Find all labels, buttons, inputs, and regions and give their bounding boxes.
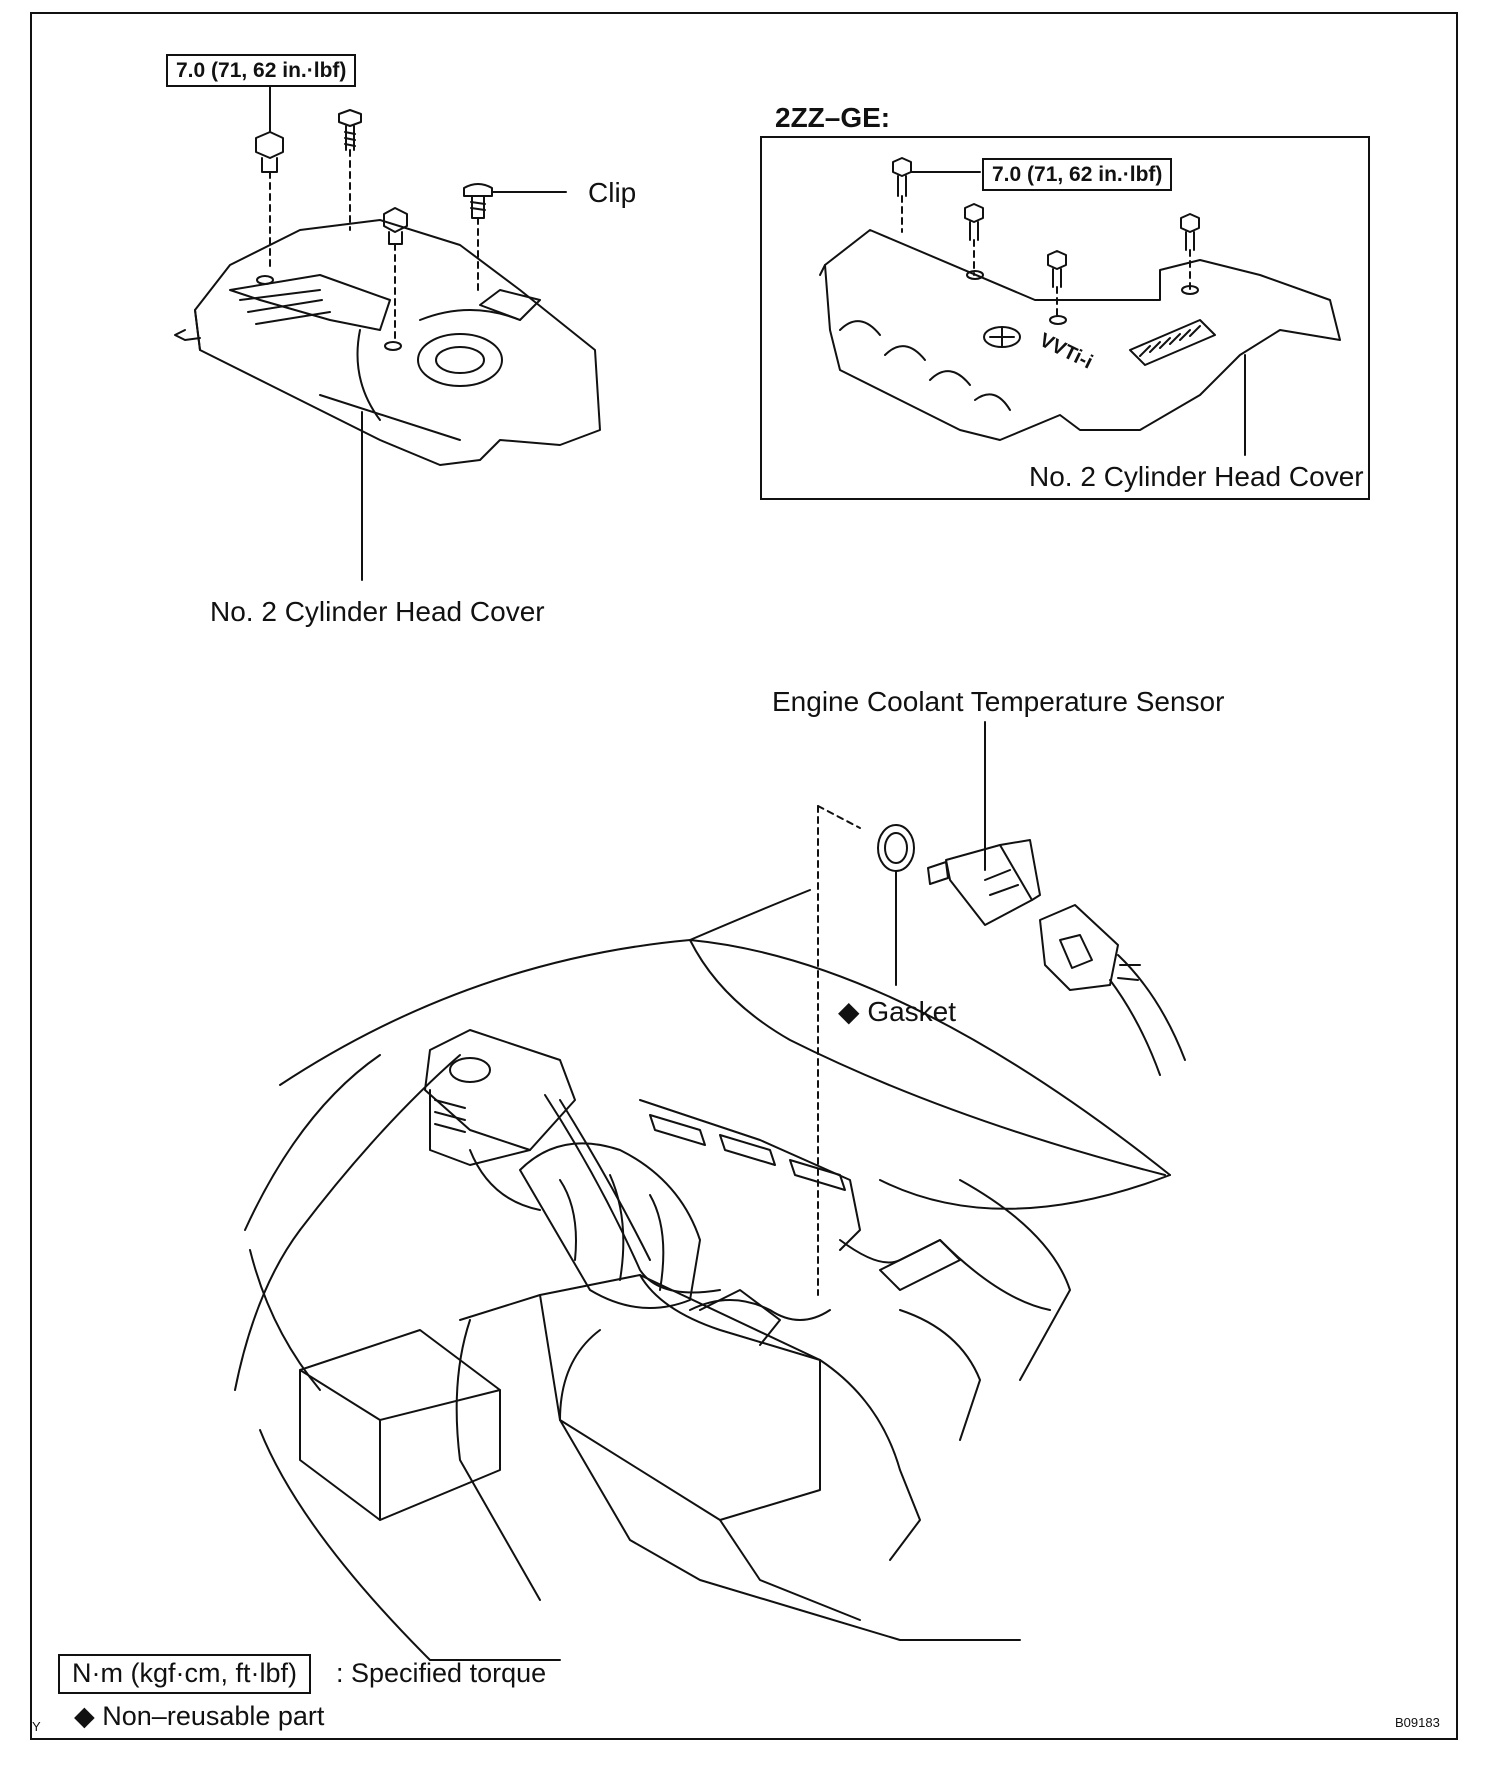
torque-spec-inset: 7.0 (71, 62 in.·lbf) bbox=[982, 158, 1173, 191]
gasket-label: ◆ Gasket bbox=[838, 998, 956, 1026]
corner-mark: Y bbox=[32, 1719, 41, 1734]
clip-label: Clip bbox=[588, 177, 637, 208]
head-cover-left-label: No. 2 Cylinder Head Cover bbox=[210, 596, 545, 627]
figure-frame bbox=[30, 12, 1458, 1740]
gasket-text: Gasket bbox=[867, 996, 957, 1027]
engine-variant-label: 2ZZ–GE: bbox=[775, 102, 891, 133]
gasket-ring bbox=[877, 824, 915, 872]
coolant-sensor-label: Engine Coolant Temperature Sensor bbox=[772, 686, 1225, 717]
bolt-icon bbox=[338, 109, 362, 151]
torque-spec-top-left: 7.0 (71, 62 in.·lbf) bbox=[166, 54, 357, 87]
figure-code: B09183 bbox=[1395, 1715, 1440, 1730]
nonreusable-icon: ◆ bbox=[838, 996, 860, 1027]
sensor-connector bbox=[1039, 904, 1186, 1076]
variant-inset-frame bbox=[760, 136, 1370, 500]
nonreusable-text: Non–reusable part bbox=[102, 1701, 325, 1731]
bolt-icon bbox=[255, 131, 284, 173]
head-cover-inset-label: No. 2 Cylinder Head Cover bbox=[1029, 461, 1364, 492]
bolt-icon bbox=[1180, 213, 1200, 251]
coolant-sensor bbox=[927, 839, 1041, 926]
engine-bay bbox=[234, 889, 1171, 1661]
torque-unit-box: N·m (kgf·cm, ft·lbf) bbox=[58, 1654, 311, 1694]
head-cover-left bbox=[174, 219, 601, 466]
head-cover-inset bbox=[819, 229, 1341, 441]
nonreusable-icon: ◆ bbox=[74, 1701, 95, 1731]
bolt-icon bbox=[383, 207, 408, 245]
bolt-icon bbox=[964, 203, 984, 241]
torque-unit-desc: : Specified torque bbox=[336, 1658, 547, 1688]
nonreusable-legend: ◆ Non–reusable part bbox=[74, 1703, 324, 1730]
bolt-icon bbox=[1047, 250, 1067, 288]
clip-icon bbox=[463, 183, 493, 219]
